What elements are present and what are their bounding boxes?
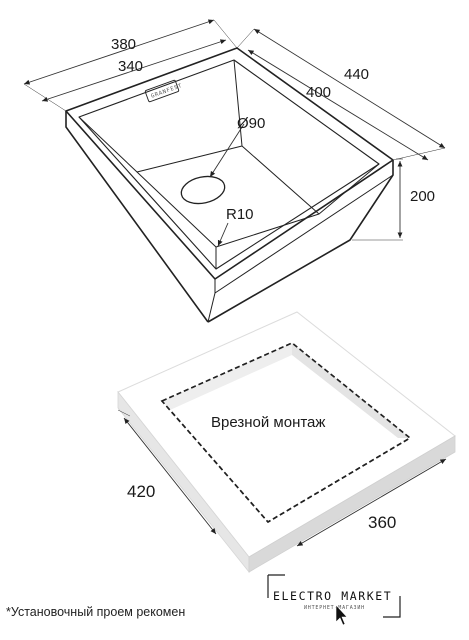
dim-outer-depth: 440 — [344, 66, 369, 83]
footnote-text: *Установочный проем рекомен — [6, 605, 185, 619]
cutout-title: Врезной монтаж — [211, 414, 325, 431]
dim-drain-diameter: Ø90 — [237, 115, 265, 132]
dim-outer-width: 380 — [111, 36, 136, 53]
sink-body-right — [207, 160, 394, 323]
cutout-dimension-lines — [117, 409, 447, 547]
dim-height: 200 — [410, 188, 435, 205]
sink-body-front — [214, 174, 394, 294]
logo-frame-left — [267, 574, 285, 598]
sink-drawing — [65, 47, 394, 323]
dim-cutout-width: 360 — [368, 513, 396, 532]
sink-dimension-lines — [23, 19, 446, 247]
cutout-opening-outline — [160, 342, 412, 524]
dim-cutout-length: 420 — [127, 482, 155, 501]
logo-frame-right — [383, 596, 401, 618]
dim-corner-radius: R10 — [226, 206, 254, 223]
dim-inner-width: 340 — [118, 58, 143, 75]
logo-name: ELECTRO MARKET — [273, 589, 392, 603]
logo-tagline: ИНТЕРНЕТ-МАГАЗИН — [304, 605, 365, 611]
drain-hole — [180, 175, 226, 205]
sink-bowl-wall-right — [241, 145, 380, 215]
sink-rim-inner — [78, 59, 380, 270]
sink-body-bottom-edge — [207, 292, 216, 323]
electro-market-logo: ELECTRO MARKET ИНТЕРНЕТ-МАГАЗИН — [267, 574, 401, 626]
sink-bowl-wall-back — [78, 59, 243, 173]
sink-body-left — [65, 111, 209, 323]
cutout-inner-wall-back — [162, 343, 292, 410]
dim-inner-depth: 400 — [306, 84, 331, 101]
cutout-drawing — [117, 311, 456, 574]
cursor-arrow-icon — [335, 604, 348, 626]
